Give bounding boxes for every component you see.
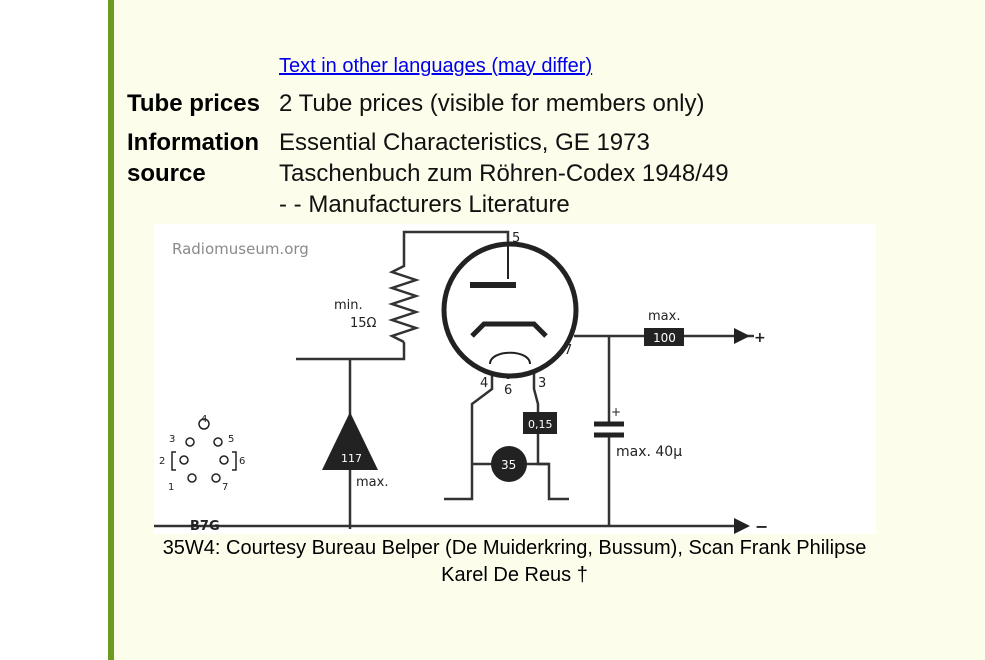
anode-resistor-icon	[644, 328, 684, 346]
capacitor-label: max. 40μ	[616, 444, 682, 460]
heater-lamp-value: 35	[501, 458, 516, 472]
capacitor-icon	[594, 421, 624, 438]
pin-6-label: 6	[504, 383, 512, 398]
caption-line-2: Karel De Reus †	[441, 564, 588, 586]
base-pin-label: 6	[239, 456, 245, 467]
information-source-label-1: Information	[127, 129, 259, 156]
schematic-diagram: Radiomuseum.org	[154, 230, 768, 536]
figure-caption: 35W4: Courtesy Bureau Belper (De Muiderk…	[114, 535, 915, 589]
pin-7-label: 7	[564, 343, 572, 358]
plus-terminal: +	[754, 330, 766, 346]
heater-resistor-icon	[523, 412, 557, 434]
caption-line-1: 35W4: Courtesy Bureau Belper (De Muiderk…	[162, 537, 867, 559]
tube-schematic-figure: Radiomuseum.org	[154, 224, 876, 536]
pin-3-label: 3	[538, 376, 546, 391]
base-type-label: B7G	[190, 519, 220, 534]
tube-envelope-icon	[441, 241, 579, 379]
anode-max-label: max.	[648, 309, 680, 324]
base-pin-label: 4	[201, 414, 207, 425]
heater-lamp-icon	[491, 446, 527, 482]
capacitor-plus: +	[611, 405, 621, 419]
resistor-min-label: min.	[334, 298, 363, 313]
base-pin-label: 5	[228, 434, 234, 445]
arrow-right-icon	[734, 328, 750, 344]
minus-terminal: −	[755, 517, 768, 534]
watermark-text: Radiomuseum.org	[172, 240, 309, 258]
pin-5-label: 5	[512, 231, 520, 246]
content-area: Text in other languages (may differ) Tub…	[114, 0, 985, 660]
diode-icon	[322, 412, 378, 470]
pin-4-label: 4	[480, 376, 488, 391]
information-source-line: Taschenbuch zum Röhren-Codex 1948/49	[279, 160, 729, 187]
base-pin-label: 2	[159, 456, 165, 467]
heater-resistor-value: 0,15	[528, 418, 553, 431]
information-source-label-2: source	[127, 160, 206, 187]
other-languages-link[interactable]: Text in other languages (may differ)	[279, 55, 593, 77]
diode-max-label: max.	[356, 475, 388, 490]
resistor-value-label: 15Ω	[350, 316, 377, 331]
information-source-line: - - Manufacturers Literature	[279, 191, 570, 218]
base-pinout-icon	[171, 418, 237, 483]
left-border	[108, 0, 114, 660]
arrow-right-icon	[734, 518, 750, 534]
anode-resistor-value: 100	[653, 331, 676, 345]
tube-prices-label: Tube prices	[127, 90, 260, 117]
base-pin-label: 1	[168, 482, 174, 493]
information-source-line: Essential Characteristics, GE 1973	[279, 129, 650, 156]
tube-prices-value: 2 Tube prices (visible for members only)	[279, 90, 705, 117]
base-pin-label: 7	[222, 482, 228, 493]
base-pin-label: 3	[169, 434, 175, 445]
diode-value: 117	[341, 452, 362, 465]
